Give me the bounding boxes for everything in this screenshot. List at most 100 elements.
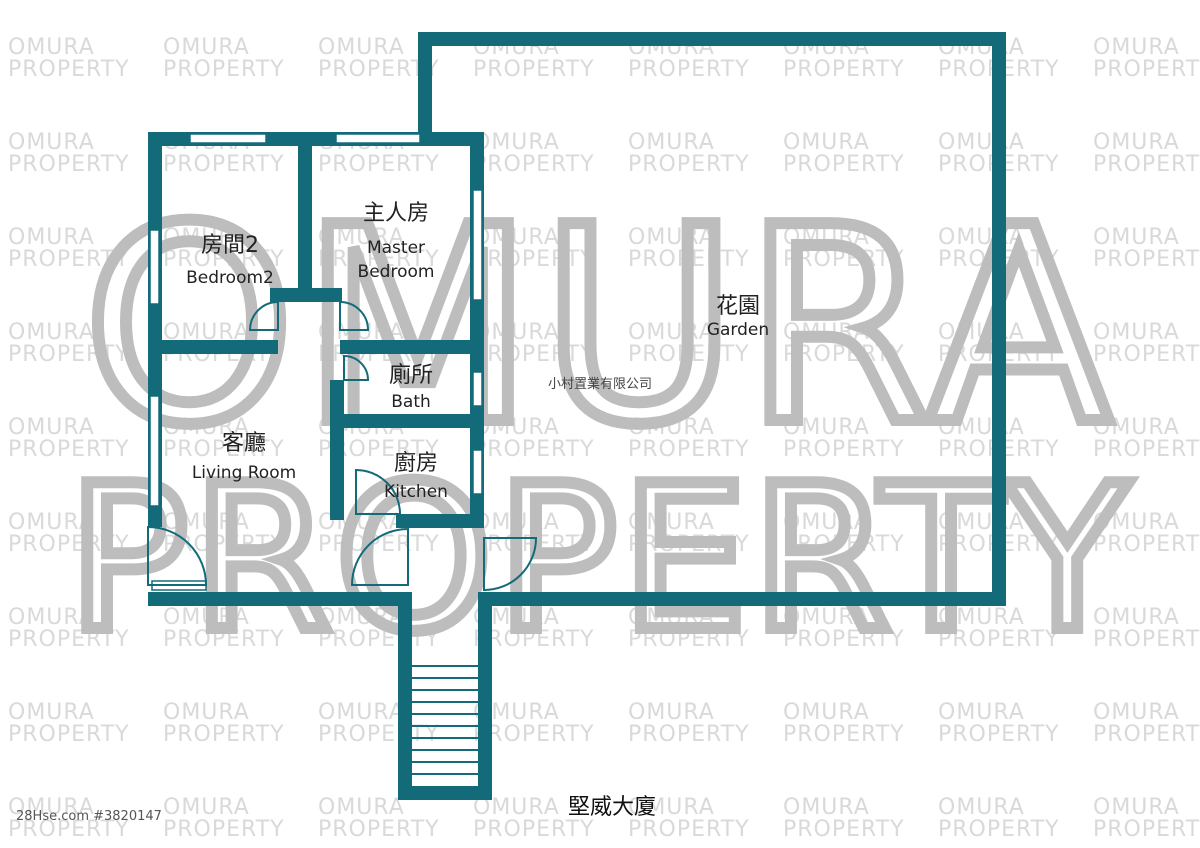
watermark-tile-line1: OMURA xyxy=(163,510,250,535)
watermark-tile-line2: PROPERTY xyxy=(473,57,595,82)
watermark-tile-line2: PROPERTY xyxy=(938,817,1060,842)
watermark-tile-line2: PROPERTY xyxy=(783,57,905,82)
watermark-tile-line1: OMURA xyxy=(628,795,715,820)
watermark-tile-line2: PROPERTY xyxy=(628,342,750,367)
doors xyxy=(147,300,538,592)
watermark-tile-line1: OMURA xyxy=(938,130,1025,155)
watermark-tile-line1: OMURA xyxy=(938,795,1025,820)
watermark-tile-line2: PROPERTY xyxy=(318,152,440,177)
watermark-tile-line1: OMURA xyxy=(8,510,95,535)
watermark-tile-line1: OMURA xyxy=(783,700,870,725)
watermark-tile-line2: PROPERTY xyxy=(783,437,905,462)
room-kitchen-en: Kitchen xyxy=(384,482,448,502)
watermark-large-line2: PROPERTY xyxy=(68,443,1133,676)
watermark-tile-line2: PROPERTY xyxy=(163,532,285,557)
watermark-tile-line1: OMURA xyxy=(1093,700,1180,725)
watermark-tile-line2: PROPERTY xyxy=(783,817,905,842)
watermark-tile-line2: PROPERTY xyxy=(8,57,130,82)
watermark-tile-line2: PROPERTY xyxy=(8,152,130,177)
watermark-tile-line2: PROPERTY xyxy=(473,722,595,747)
room-master-bedroom: 主人房 Master Bedroom xyxy=(358,201,435,282)
watermark-tile-line1: OMURA xyxy=(938,510,1025,535)
watermark-tile-line1: OMURA xyxy=(783,415,870,440)
room-master-bedroom-en-line2: Bedroom xyxy=(358,262,435,282)
watermark-tile-line1: OMURA xyxy=(783,130,870,155)
room-garden-zh: 花園 xyxy=(716,294,760,319)
stairs xyxy=(412,665,478,775)
watermark-tile-line1: OMURA xyxy=(163,605,250,630)
windows xyxy=(149,133,483,591)
watermark-tile-line1: OMURA xyxy=(783,795,870,820)
watermark-tile-line2: PROPERTY xyxy=(8,437,130,462)
watermark-tile-line2: PROPERTY xyxy=(783,722,905,747)
watermark-tile-line2: PROPERTY xyxy=(8,342,130,367)
watermark-tile-line1: OMURA xyxy=(938,415,1025,440)
watermark-tile-line2: PROPERTY xyxy=(1093,722,1200,747)
watermark-tile-line2: PROPERTY xyxy=(1093,627,1200,652)
watermark-tile-line2: PROPERTY xyxy=(473,437,595,462)
watermark-tile-line1: OMURA xyxy=(1093,130,1180,155)
watermark-tile-line2: PROPERTY xyxy=(8,247,130,272)
watermark-tile-line1: OMURA xyxy=(318,795,405,820)
watermark-tile-line2: PROPERTY xyxy=(783,247,905,272)
watermark-tile-line1: OMURA xyxy=(8,415,95,440)
watermark-tile-line2: PROPERTY xyxy=(8,532,130,557)
watermark-tile-line2: PROPERTY xyxy=(1093,532,1200,557)
watermark-tile-line2: PROPERTY xyxy=(473,627,595,652)
watermark-tile-line1: OMURA xyxy=(318,700,405,725)
watermark-tile-line1: OMURA xyxy=(628,225,715,250)
watermark-tile-line1: OMURA xyxy=(473,130,560,155)
watermark-tile-line2: PROPERTY xyxy=(628,817,750,842)
watermark-tile-line2: PROPERTY xyxy=(318,532,440,557)
watermark-tile-line2: PROPERTY xyxy=(628,627,750,652)
watermark-tile-line1: OMURA xyxy=(1093,510,1180,535)
watermark-tile-line2: PROPERTY xyxy=(163,247,285,272)
watermark-tile-line2: PROPERTY xyxy=(783,532,905,557)
watermark-tile-line1: OMURA xyxy=(783,225,870,250)
watermark-tile-line1: OMURA xyxy=(1093,795,1180,820)
room-bedroom2-zh: 房間2 xyxy=(201,233,259,258)
watermark-tile-line1: OMURA xyxy=(1093,605,1180,630)
watermark-tile-line2: PROPERTY xyxy=(473,152,595,177)
watermark-tile-line2: PROPERTY xyxy=(783,342,905,367)
room-bath-zh: 廁所 xyxy=(389,363,433,388)
watermark-tile-line1: OMURA xyxy=(8,795,95,820)
watermark-tile-line1: OMURA xyxy=(628,700,715,725)
listing-ref: 28Hse.com #3820147 xyxy=(16,809,162,824)
room-bedroom2: 房間2 Bedroom2 xyxy=(186,233,274,288)
watermark-tile-line1: OMURA xyxy=(783,510,870,535)
watermark-tile-line2: PROPERTY xyxy=(628,722,750,747)
watermark-tile-line2: PROPERTY xyxy=(1093,247,1200,272)
watermark-tile-line2: PROPERTY xyxy=(473,342,595,367)
watermark-tile-line1: OMURA xyxy=(8,130,95,155)
watermark-tile-line1: OMURA xyxy=(1093,320,1180,345)
room-bedroom2-en: Bedroom2 xyxy=(186,268,274,288)
room-master-bedroom-en-line1: Master xyxy=(367,238,425,258)
watermark-tile-line1: OMURA xyxy=(8,700,95,725)
watermark-tile-line1: OMURA xyxy=(8,605,95,630)
watermark-tile-line1: OMURA xyxy=(1093,35,1180,60)
watermark-tile-line2: PROPERTY xyxy=(1093,817,1200,842)
watermark-tile-line1: OMURA xyxy=(783,320,870,345)
watermark-tile-line1: OMURA xyxy=(628,605,715,630)
watermark-tile-line2: PROPERTY xyxy=(163,152,285,177)
watermark-tile-line1: OMURA xyxy=(473,510,560,535)
watermark-tile-line1: OMURA xyxy=(318,225,405,250)
watermark-tile-line2: PROPERTY xyxy=(628,437,750,462)
room-living-room: 客廳 Living Room xyxy=(192,431,296,483)
watermark-tile-line2: PROPERTY xyxy=(318,247,440,272)
watermark-tile-line1: OMURA xyxy=(628,510,715,535)
watermark-tile-line2: PROPERTY xyxy=(1093,152,1200,177)
watermark-tile-line1: OMURA xyxy=(473,225,560,250)
room-bath-en: Bath xyxy=(391,392,431,412)
room-living-room-en: Living Room xyxy=(192,463,296,483)
watermark-tile-line1: OMURA xyxy=(473,415,560,440)
watermark-tile-line1: OMURA xyxy=(628,320,715,345)
watermark-tile-line2: PROPERTY xyxy=(318,627,440,652)
walls xyxy=(148,32,1006,800)
watermark-tile-line1: OMURA xyxy=(163,225,250,250)
watermark-tile-line2: PROPERTY xyxy=(783,152,905,177)
watermark-tile-line2: PROPERTY xyxy=(8,817,130,842)
watermark-tile-line2: PROPERTY xyxy=(628,247,750,272)
watermark-tile-line2: PROPERTY xyxy=(473,247,595,272)
